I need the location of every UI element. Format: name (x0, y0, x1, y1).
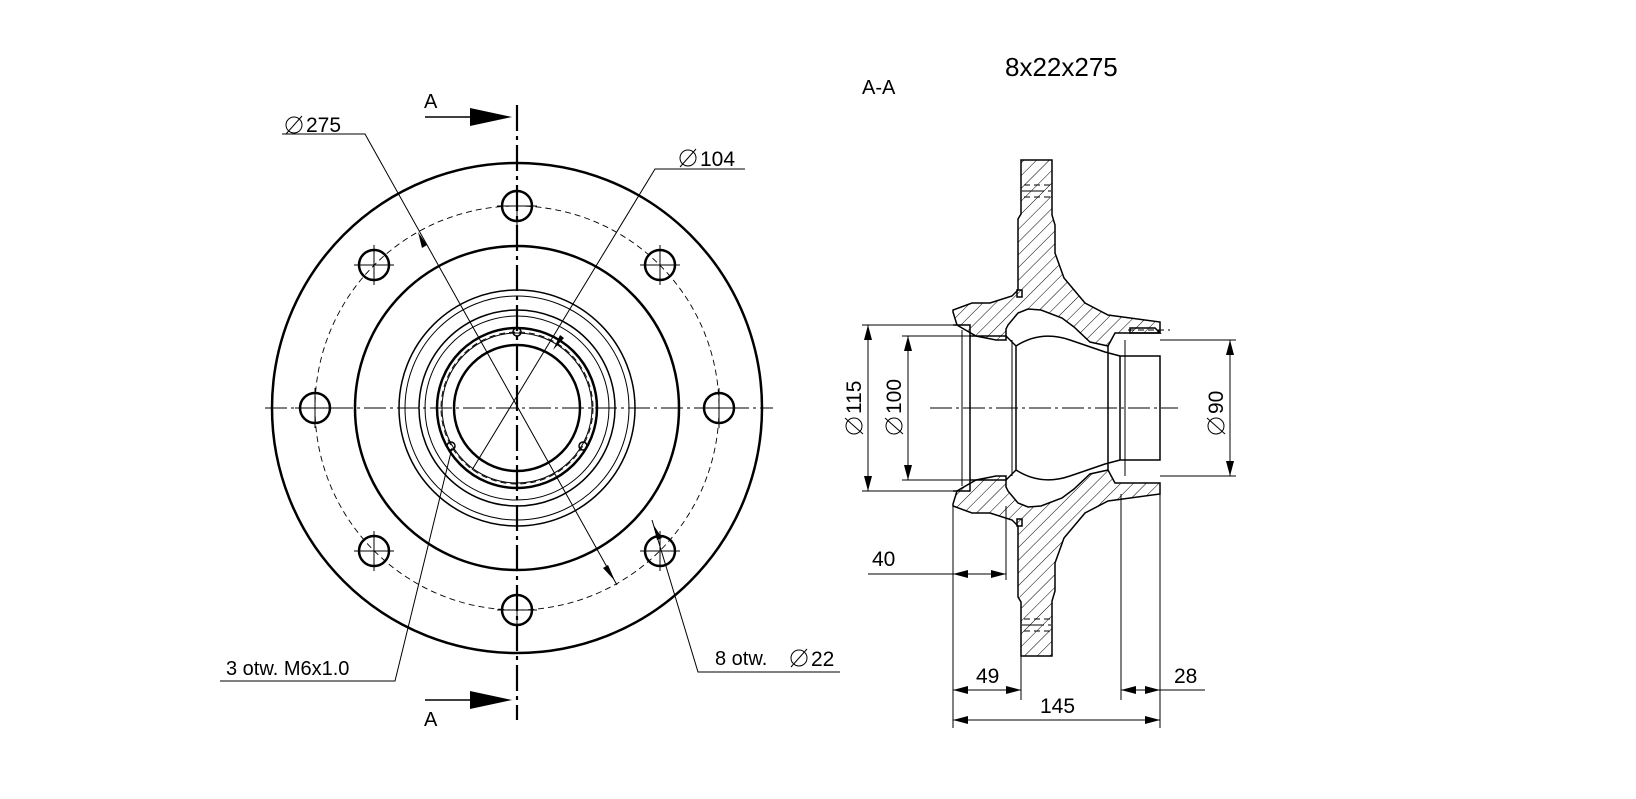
section-arrow-bottom (470, 691, 512, 709)
cut-label-bottom: A (424, 709, 438, 731)
leader-104 (471, 168, 745, 471)
leader-threaded (220, 447, 453, 682)
section-view: 115 100 90 40 (843, 159, 1236, 728)
dim-145: 145 (1040, 695, 1075, 718)
front-view: A A 275 104 3 otw. M6x1.0 8 otw. 22 (220, 91, 840, 731)
note-bolt-holes: 8 otw. (715, 648, 767, 670)
section-label: A-A (862, 77, 896, 99)
section-body-bottom (952, 469, 1161, 657)
svg-text:115: 115 (843, 381, 866, 414)
drawing-title: 8x22x275 (1005, 52, 1118, 82)
threaded-hole (578, 441, 588, 451)
keyway (1129, 327, 1162, 334)
svg-text:22: 22 (811, 648, 834, 671)
svg-text:100: 100 (883, 379, 906, 414)
svg-text:275: 275 (306, 114, 341, 137)
svg-text:90: 90 (1205, 391, 1228, 414)
section-body-top (952, 159, 1161, 347)
dim-90: 90 (1205, 391, 1228, 435)
dim-28: 28 (1174, 665, 1197, 688)
dim-40: 40 (872, 548, 895, 571)
dim-104: 104 (679, 148, 735, 171)
svg-text:104: 104 (700, 148, 735, 171)
note-threaded-holes: 3 otw. M6x1.0 (226, 658, 349, 680)
dim-115: 115 (843, 381, 866, 435)
threaded-hole-circle (440, 331, 594, 485)
dim-275: 275 (285, 114, 341, 137)
leader-bolt-holes (651, 519, 840, 673)
section-arrow-top (470, 108, 512, 126)
cut-label-top: A (424, 91, 438, 113)
leader-275 (282, 133, 618, 586)
dim-49: 49 (976, 665, 999, 688)
dim-100: 100 (883, 379, 906, 435)
dim-22: 22 (790, 648, 834, 671)
